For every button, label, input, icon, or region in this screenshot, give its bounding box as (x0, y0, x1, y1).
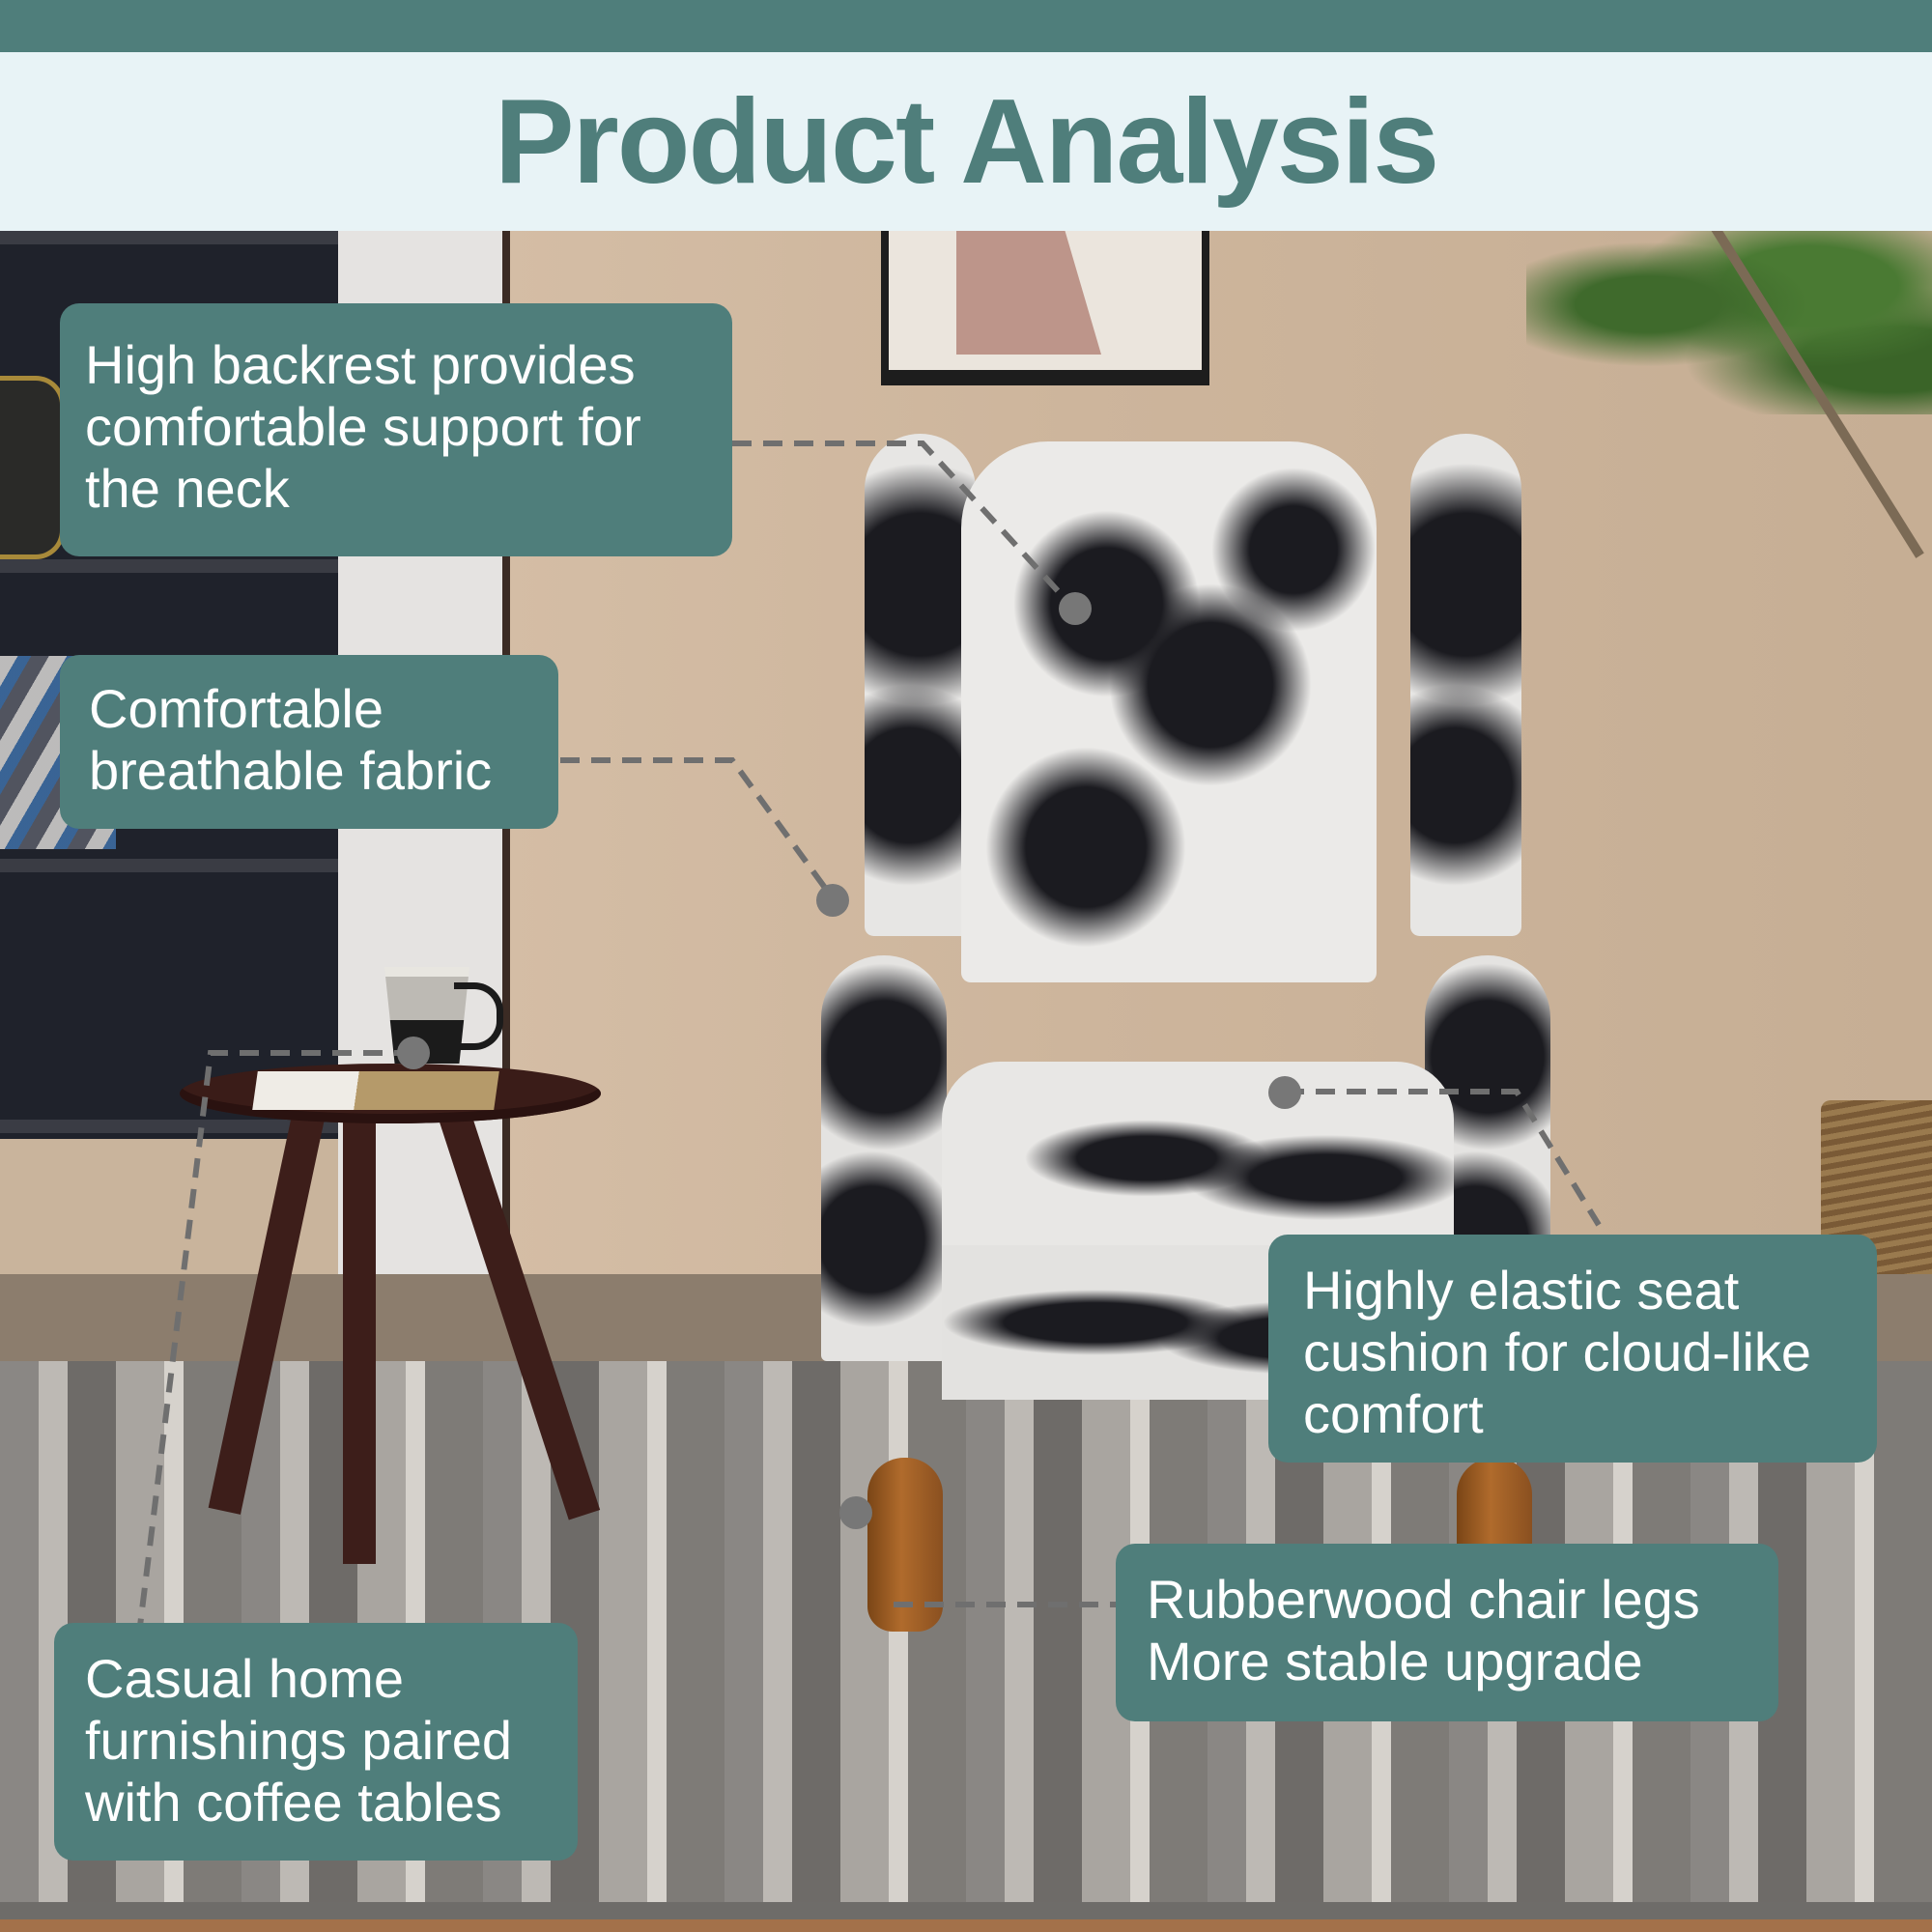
mug-handle (454, 982, 503, 1050)
book (252, 1071, 499, 1110)
wood-floor (0, 1919, 1932, 1932)
plant-leaves (1526, 231, 1932, 414)
top-accent-bar (0, 0, 1932, 52)
small-frame (0, 376, 65, 559)
chair-leg (867, 1458, 943, 1632)
chair-arm-left (821, 955, 947, 1361)
table-leg (343, 1100, 376, 1564)
page-title: Product Analysis (494, 74, 1439, 209)
callout-seat-cushion: Highly elastic seat cushion for cloud-li… (1268, 1235, 1877, 1463)
title-band (0, 52, 1932, 231)
chair-backrest (961, 441, 1377, 982)
chair-wing-left (865, 434, 976, 936)
framed-picture (881, 231, 1209, 385)
callout-backrest: High backrest provides comfortable suppo… (60, 303, 732, 556)
callout-fabric: Comfortable breathable fabric (60, 655, 558, 829)
callout-chair-legs: Rubberwood chair legs More stable upgrad… (1116, 1544, 1778, 1721)
chair-seat-cushion (942, 1062, 1454, 1255)
callout-coffee-table: Casual home furnishings paired with coff… (54, 1623, 578, 1861)
chair-wing-right (1410, 434, 1521, 936)
